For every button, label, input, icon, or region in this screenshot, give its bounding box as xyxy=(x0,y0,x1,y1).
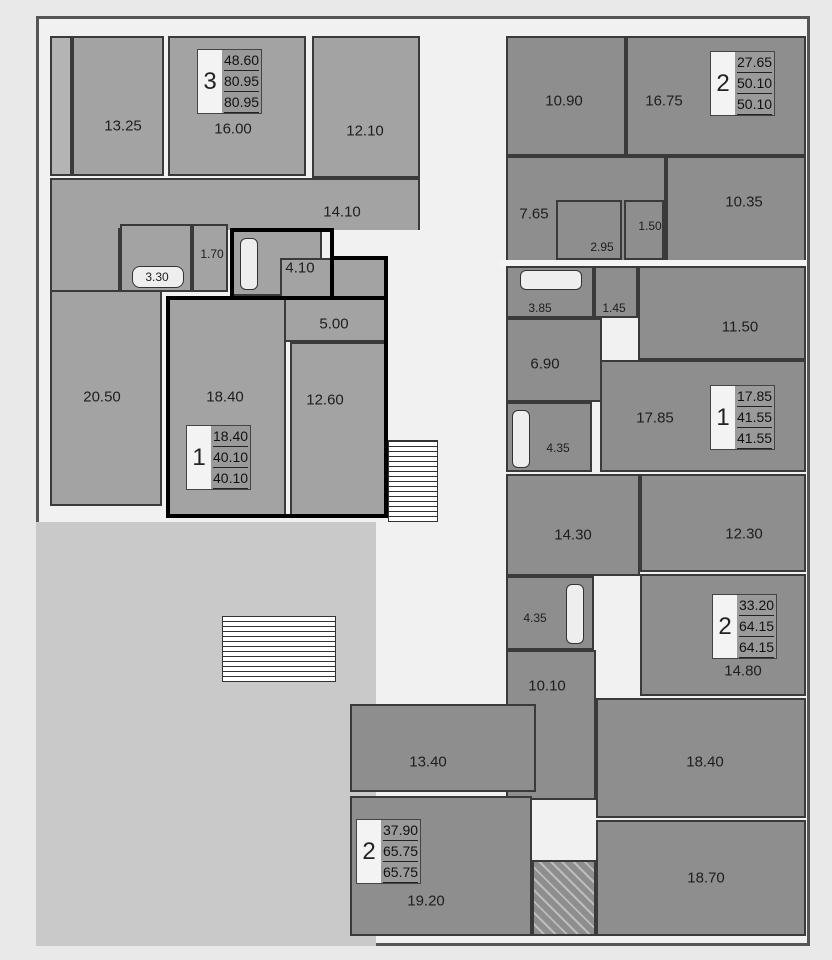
room[interactable] xyxy=(506,36,626,156)
bathtub-icon xyxy=(132,266,184,288)
room-area-label: 16.00 xyxy=(214,120,252,138)
apartment-room-count: 2 xyxy=(713,595,737,658)
room-area-label: 10.90 xyxy=(545,92,583,110)
room-wc[interactable] xyxy=(192,224,228,292)
total-area-alt: 64.15 xyxy=(739,637,775,658)
room-kitchen[interactable] xyxy=(290,342,386,516)
total-area-alt: 40.10 xyxy=(213,468,249,489)
apartment-room-count: 1 xyxy=(711,386,735,449)
room-kitchen[interactable] xyxy=(666,156,806,262)
room-hall[interactable] xyxy=(50,228,120,292)
room[interactable] xyxy=(600,360,806,472)
apartment-room-count: 2 xyxy=(357,820,381,883)
room-area-label: 3.30 xyxy=(145,270,169,284)
room-area-label: 4.10 xyxy=(285,259,315,277)
room-wc[interactable] xyxy=(594,266,638,318)
living-area: 18.40 xyxy=(213,426,249,447)
room-area-label: 18.40 xyxy=(686,753,724,771)
bathtub-icon xyxy=(512,410,530,468)
room-area-label: 1.70 xyxy=(200,247,224,261)
room-area-label: 18.70 xyxy=(687,869,725,887)
room-area-label: 16.75 xyxy=(645,92,683,110)
room[interactable] xyxy=(50,290,162,506)
living-area: 27.65 xyxy=(737,52,773,73)
total-area: 40.10 xyxy=(213,447,249,468)
room-wc[interactable] xyxy=(624,200,664,260)
apartment-room-count: 3 xyxy=(198,50,222,113)
staircase xyxy=(222,616,336,682)
room-area-label: 3.85 xyxy=(528,301,552,315)
total-area: 64.15 xyxy=(739,616,775,637)
room-area-label: 6.90 xyxy=(530,355,560,373)
apartment-room-count: 1 xyxy=(187,426,211,489)
room-area-label: 4.35 xyxy=(523,611,547,625)
exterior-area xyxy=(36,522,376,946)
wall xyxy=(500,260,806,266)
room-area-label: 4.35 xyxy=(546,441,570,455)
room-area-label: 13.25 xyxy=(104,117,142,135)
room-area-label: 5.00 xyxy=(319,315,349,333)
room-kitchen[interactable] xyxy=(640,474,806,572)
room[interactable] xyxy=(596,820,806,936)
living-area: 37.90 xyxy=(383,820,419,841)
room-area-label: 19.20 xyxy=(407,892,445,910)
total-area-alt: 41.55 xyxy=(737,428,773,449)
room-area-label: 10.35 xyxy=(725,193,763,211)
living-area: 17.85 xyxy=(737,386,773,407)
room-hall[interactable] xyxy=(506,474,640,576)
total-area: 65.75 xyxy=(383,841,419,862)
staircase xyxy=(388,440,438,522)
room-area-label: 12.30 xyxy=(725,525,763,543)
room-area-label: 7.65 xyxy=(519,205,549,223)
room-area-label: 17.85 xyxy=(636,409,674,427)
total-area: 50.10 xyxy=(737,73,773,94)
room-kitchen[interactable] xyxy=(638,266,806,360)
total-area-alt: 50.10 xyxy=(737,94,773,115)
room-area-label: 13.40 xyxy=(409,753,447,771)
room-bathroom[interactable] xyxy=(556,200,622,260)
bathtub-icon xyxy=(566,584,584,644)
room[interactable] xyxy=(72,36,164,176)
bathtub-icon xyxy=(520,270,582,290)
kitchen-counter xyxy=(50,36,72,176)
bathtub-icon xyxy=(240,238,258,290)
room[interactable] xyxy=(596,698,806,818)
total-area: 80.95 xyxy=(224,71,260,92)
room-area-label: 18.40 xyxy=(206,388,244,406)
total-area-alt: 65.75 xyxy=(383,862,419,883)
total-area: 41.55 xyxy=(737,407,773,428)
total-area-alt: 80.95 xyxy=(224,92,260,113)
balcony xyxy=(532,860,596,936)
room-area-label: 14.10 xyxy=(323,203,361,221)
living-area: 33.20 xyxy=(739,595,775,616)
room-area-label: 10.10 xyxy=(528,677,566,695)
room[interactable] xyxy=(312,36,420,178)
living-area: 48.60 xyxy=(224,50,260,71)
room-area-label: 14.80 xyxy=(724,662,762,680)
room-area-label: 14.30 xyxy=(554,526,592,544)
room-hall[interactable] xyxy=(50,178,420,230)
room-area-label: 1.45 xyxy=(602,301,626,315)
room-kitchen[interactable] xyxy=(350,704,536,792)
room-area-label: 20.50 xyxy=(83,388,121,406)
room-area-label: 1.50 xyxy=(638,219,662,233)
room-area-label: 2.95 xyxy=(590,240,614,254)
room-area-label: 11.50 xyxy=(721,318,759,336)
apartment-room-count: 2 xyxy=(711,52,735,115)
room-area-label: 12.10 xyxy=(346,122,384,140)
room-area-label: 12.60 xyxy=(306,391,344,409)
